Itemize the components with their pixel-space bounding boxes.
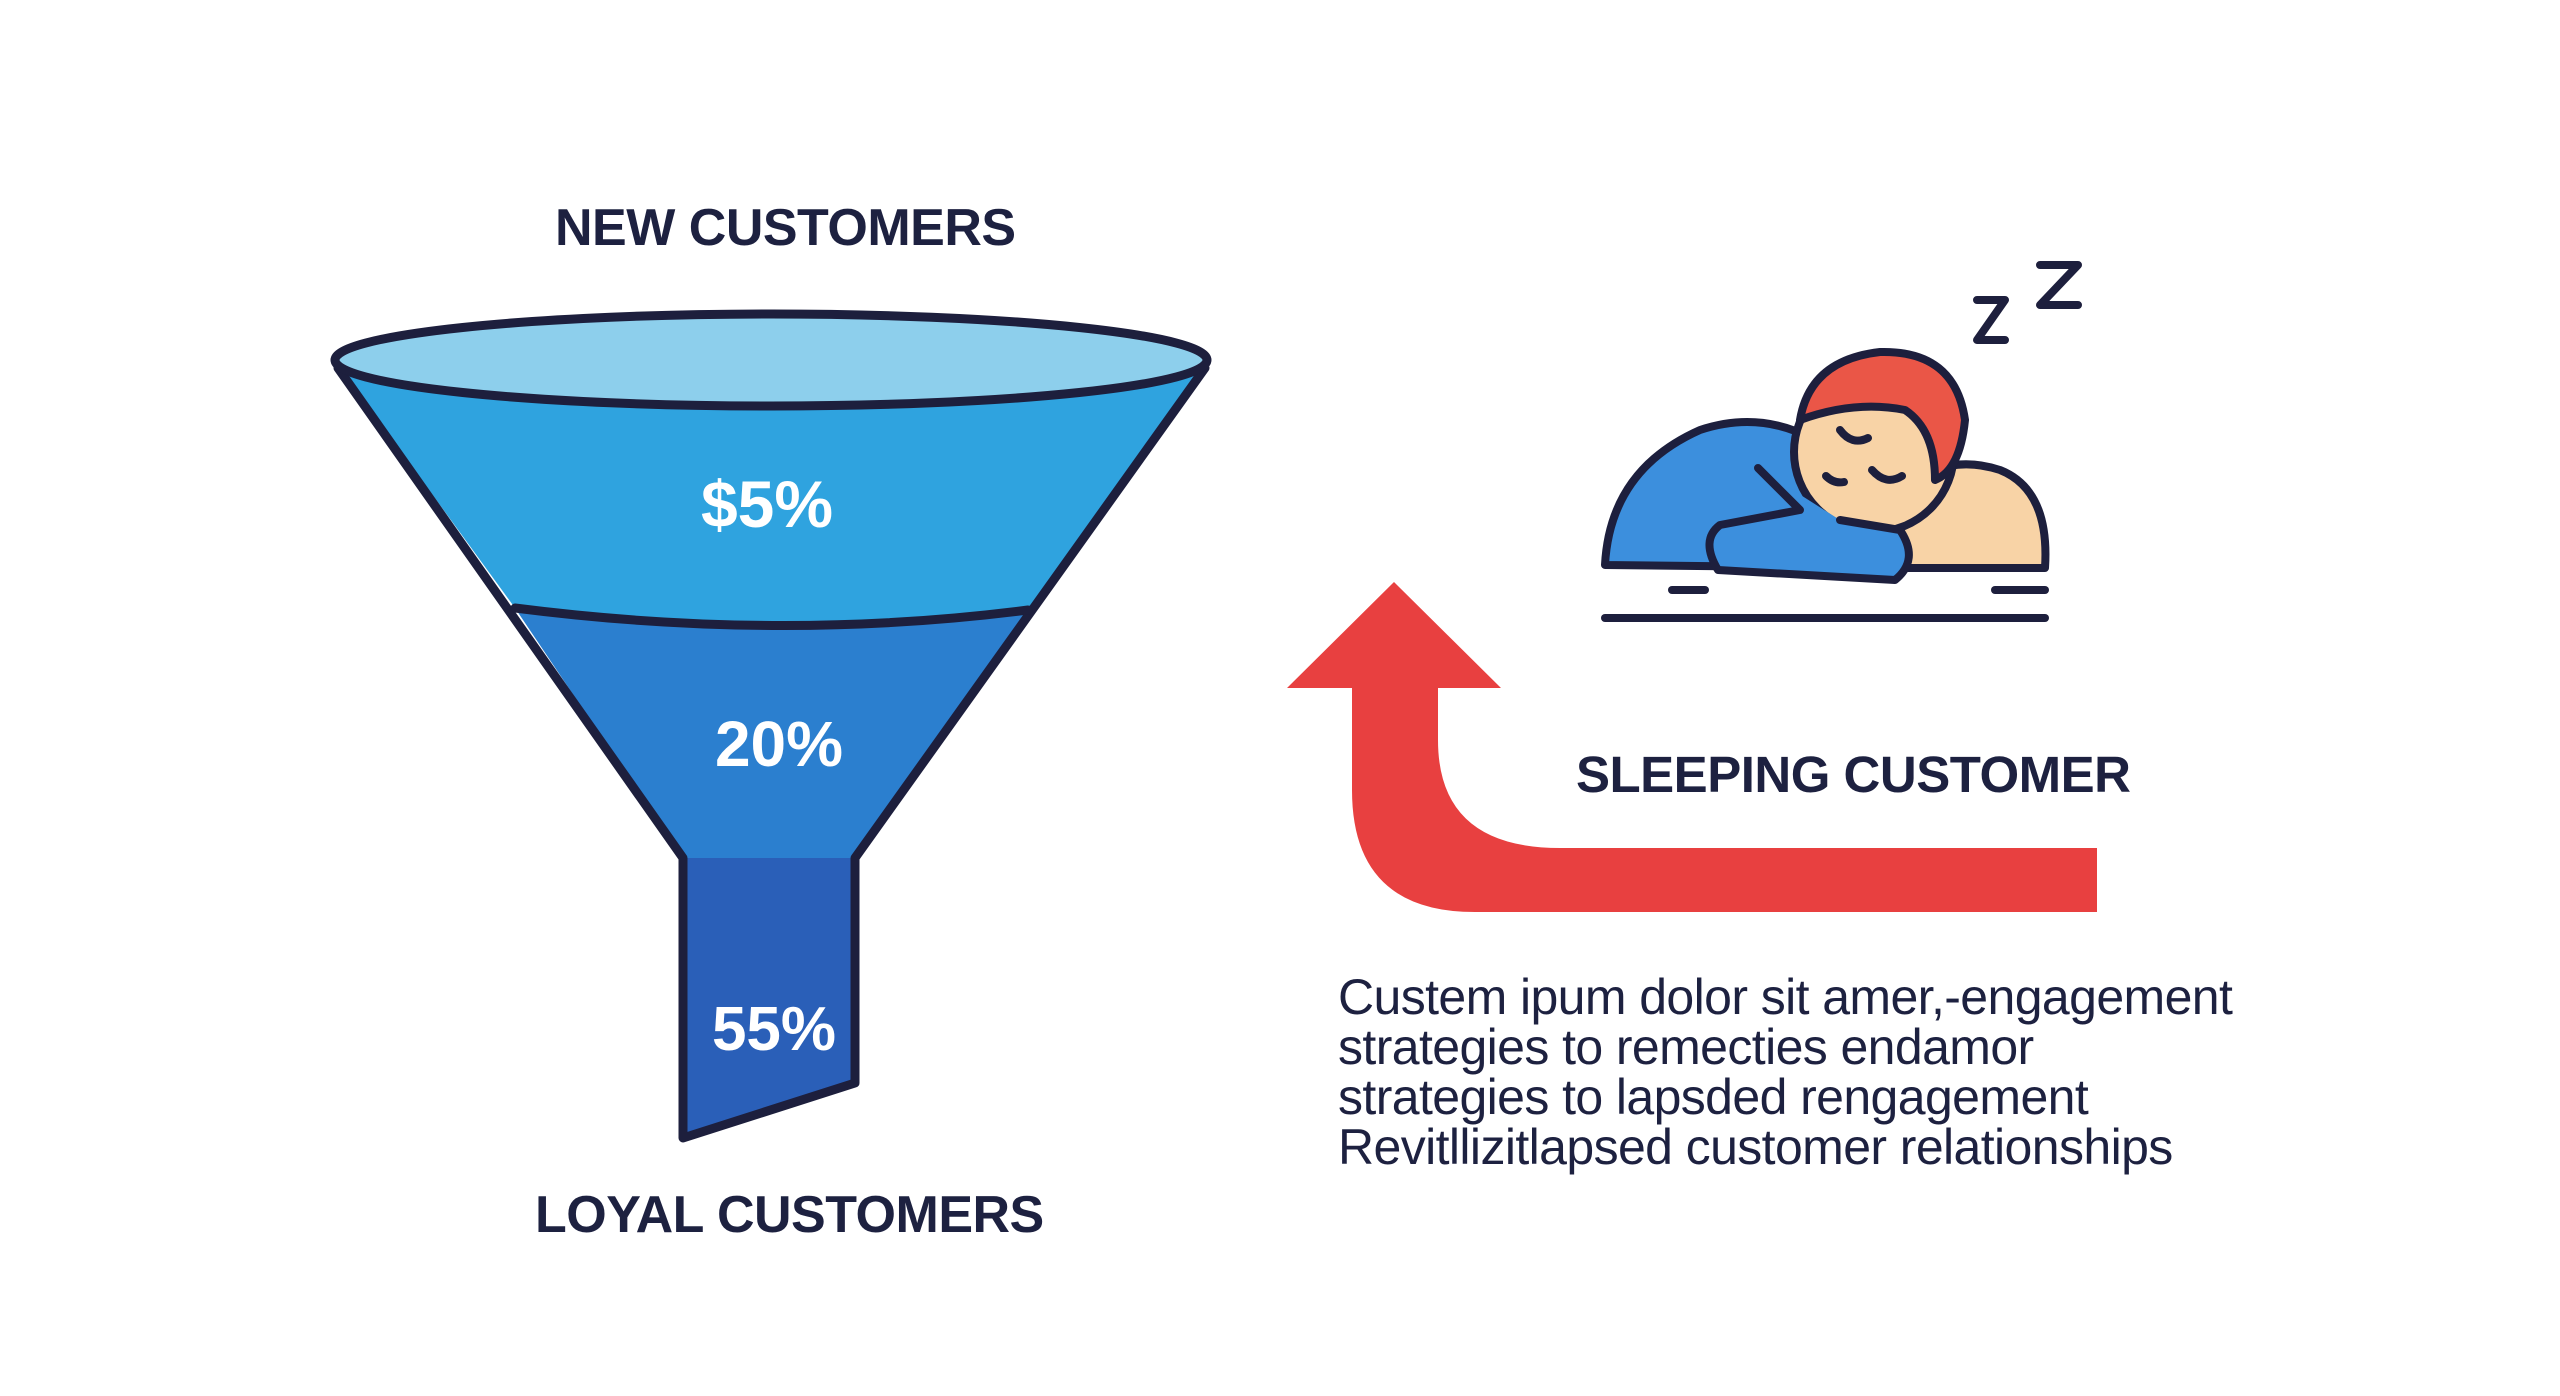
- funnel-segment-middle-label: 20%: [715, 708, 843, 780]
- mouth: [1822, 472, 1848, 487]
- funnel-bottom-label: LOYAL CUSTOMERS: [535, 1186, 1044, 1244]
- sleeping-customer-label: SLEEPING CUSTOMER: [1576, 746, 2131, 803]
- description-line: strategies to remecties endamor: [1338, 1019, 2034, 1075]
- zzz-icon: [1973, 261, 2082, 344]
- arm: [1705, 464, 1913, 584]
- funnel-spout: [683, 858, 855, 1138]
- funnel-top-label: NEW CUSTOMERS: [555, 199, 1016, 257]
- funnel-divider: [510, 603, 1033, 631]
- funnel: $5% 20% 55%: [330, 309, 1212, 1143]
- description-line: strategies to lapsded rengagement: [1338, 1069, 2089, 1125]
- eye-left: [1836, 426, 1872, 445]
- funnel-rim: [330, 309, 1212, 411]
- sleeping-person-icon: [1601, 347, 2050, 622]
- funnel-segment-top: [338, 365, 1205, 625]
- funnel-segment-bottom-label: 55%: [712, 995, 836, 1064]
- description-text: Custem ipum dolor sit amer,-engagement s…: [1338, 969, 2233, 1175]
- eye-right: [1868, 466, 1906, 484]
- return-arrow: [1287, 582, 2097, 912]
- description-line: Custem ipum dolor sit amer,-engagement: [1338, 969, 2233, 1025]
- funnel-outline: [333, 363, 1210, 1143]
- hair: [1796, 347, 1969, 484]
- arrow-icon: [1287, 582, 2097, 912]
- description-line: Revitllizitlapsed customer relationships: [1338, 1119, 2173, 1175]
- funnel-segment-top-label: $5%: [701, 467, 833, 541]
